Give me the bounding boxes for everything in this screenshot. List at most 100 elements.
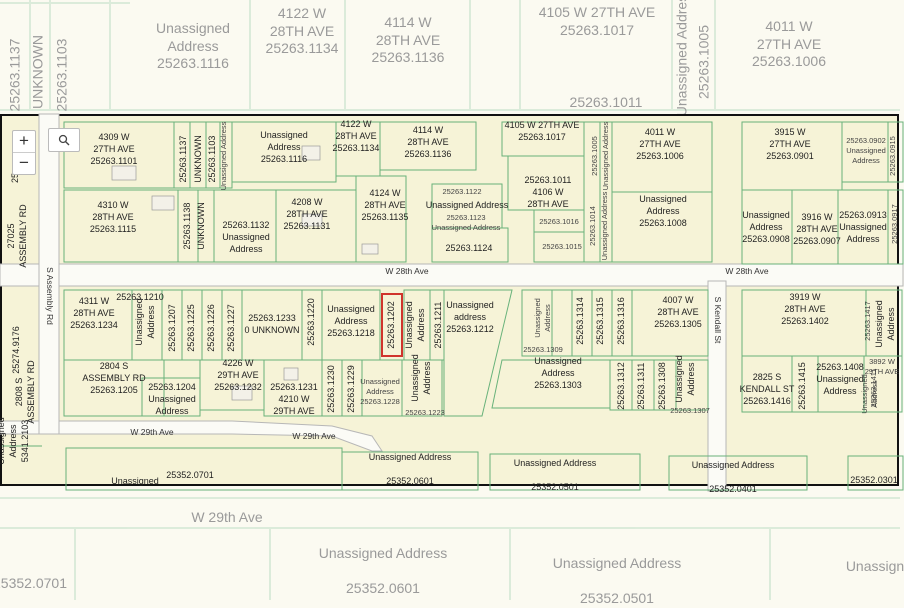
- background-parcel-label: Unassign: [845, 558, 904, 574]
- parcel-label[interactable]: 25263.1309: [523, 345, 563, 354]
- parcel-label[interactable]: 25263.1226: [206, 304, 217, 352]
- parcel-label[interactable]: 25263.1122: [442, 187, 482, 196]
- background-parcel-label: W 29th Ave: [191, 509, 263, 525]
- zoom-in-button[interactable]: +: [19, 131, 29, 150]
- parcel-label[interactable]: 25263.1014: [588, 206, 598, 246]
- road-label: W 28th Ave: [725, 266, 769, 276]
- search-button[interactable]: [48, 128, 80, 152]
- parcel-label[interactable]: 25263.1005: [590, 136, 600, 176]
- parcel-label[interactable]: 25263.1307: [670, 406, 710, 415]
- background-parcel-label: 25352.0701: [0, 575, 67, 591]
- background-parcel-label: 25263.1005: [695, 25, 712, 99]
- parcel-label[interactable]: 25263.1225: [186, 304, 197, 352]
- parcel-label[interactable]: 25263.1124: [445, 243, 493, 253]
- parcel-label[interactable]: 25263.1315: [595, 297, 606, 345]
- parcel-label[interactable]: 25263.1138: [182, 202, 193, 250]
- parcel-label[interactable]: 25263.1220: [306, 298, 317, 346]
- parcel-label[interactable]: 25263.1316: [616, 297, 627, 345]
- parcel-label[interactable]: 25263.1211: [433, 301, 444, 349]
- selected-parcel-highlight[interactable]: [381, 293, 403, 357]
- parcel-label[interactable]: Unassigned: [111, 476, 159, 486]
- parcel-label[interactable]: 25263.0915: [888, 136, 898, 176]
- parcel-label[interactable]: 25263.1415: [797, 362, 808, 410]
- parcel-label[interactable]: 25263.0917: [890, 204, 900, 244]
- parcel-label[interactable]: 25263.1229: [346, 365, 357, 413]
- parcel-label[interactable]: 25263.1137: [178, 135, 189, 183]
- parcel-label[interactable]: 25263.1314: [575, 297, 586, 345]
- parcel-label[interactable]: Unassigned Address: [219, 121, 229, 191]
- zoom-out-button[interactable]: −: [13, 152, 35, 174]
- parcel-label[interactable]: 25263.1312: [616, 362, 627, 410]
- parcel-label[interactable]: UNKNOWN: [196, 202, 207, 250]
- background-parcel-label: 25263.1103: [53, 38, 70, 112]
- parcel-label[interactable]: Unassigned Address: [601, 121, 611, 191]
- parcel-label[interactable]: 25263.1417: [863, 301, 873, 341]
- parcel-label[interactable]: Unassigned Address: [600, 191, 610, 261]
- parcel-label[interactable]: 25263.1227: [226, 304, 237, 352]
- parcel-label[interactable]: 25263.1308: [657, 362, 668, 410]
- parcel-label[interactable]: 25263.1207: [167, 304, 178, 352]
- parcel-label[interactable]: Unassigned Address: [425, 200, 509, 210]
- parcel-label[interactable]: 25263.1223: [405, 408, 445, 417]
- parcel-label[interactable]: UNKNOWN: [193, 135, 204, 183]
- parcel-label[interactable]: 25352.0701: [166, 470, 214, 480]
- road-label: S Assembly Rd: [45, 267, 55, 325]
- parcel-label[interactable]: 25263.1015: [542, 242, 582, 251]
- parcel-label[interactable]: 25263.1103: [207, 135, 218, 183]
- parcel-label[interactable]: 25352.0301: [850, 475, 898, 485]
- parcel-label[interactable]: 25263.1311: [636, 362, 647, 410]
- parcel-label[interactable]: 25274.9176: [11, 326, 22, 374]
- parcel-label[interactable]: 25263.1210: [116, 292, 164, 302]
- parcel-label[interactable]: 25263.1016: [539, 217, 579, 226]
- parcel-label[interactable]: 25263.1230: [326, 365, 337, 413]
